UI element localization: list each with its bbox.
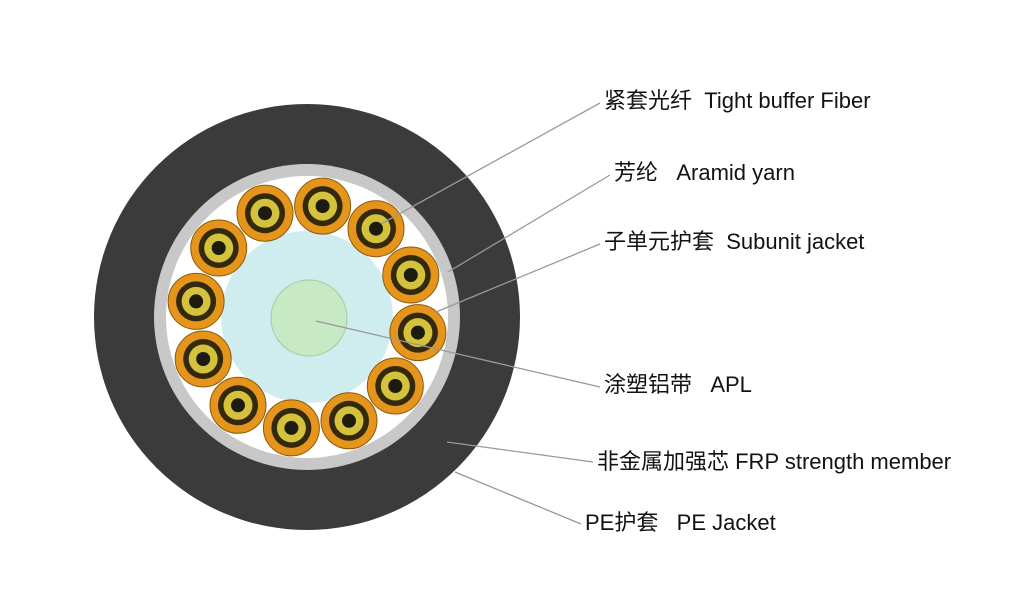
- label-apl-tape: 涂塑铝带 APL: [604, 371, 752, 397]
- label-aramid-yarn: 芳纶 Aramid yarn: [614, 159, 795, 185]
- fiber-unit-core: [284, 420, 299, 435]
- cable-cross-section: [94, 104, 520, 530]
- leader-line-frp-strength-member: [446, 441, 594, 463]
- label-tight-buffer-fiber: 紧套光纤 Tight buffer Fiber: [604, 87, 871, 113]
- fiber-unit-core: [196, 352, 211, 366]
- leader-lines: [315, 102, 611, 525]
- fiber-unit-core: [369, 221, 383, 236]
- label-pe-jacket: PE护套 PE Jacket: [585, 509, 776, 535]
- leader-line-pe-jacket: [454, 471, 582, 525]
- fiber-unit-core: [189, 294, 204, 309]
- fiber-unit-core: [231, 398, 245, 413]
- frp-strength-member-core: [270, 279, 348, 357]
- fiber-unit-core: [315, 199, 330, 214]
- fiber-unit-core: [403, 268, 418, 282]
- leader-line-aramid-yarn: [447, 174, 611, 273]
- fiber-unit-core: [388, 379, 403, 393]
- leader-line-apl-tape: [315, 320, 601, 388]
- fiber-unit-core: [211, 241, 226, 255]
- fiber-unit-core: [342, 413, 356, 428]
- fiber-unit-core: [410, 325, 425, 340]
- fiber-unit-core: [258, 206, 272, 221]
- leader-line-tight-buffer-fiber: [380, 102, 601, 225]
- label-subunit-jacket: 子单元护套 Subunit jacket: [604, 228, 865, 254]
- leader-line-subunit-jacket: [435, 243, 601, 313]
- label-frp-strength-member: 非金属加强芯 FRP strength member: [597, 448, 952, 474]
